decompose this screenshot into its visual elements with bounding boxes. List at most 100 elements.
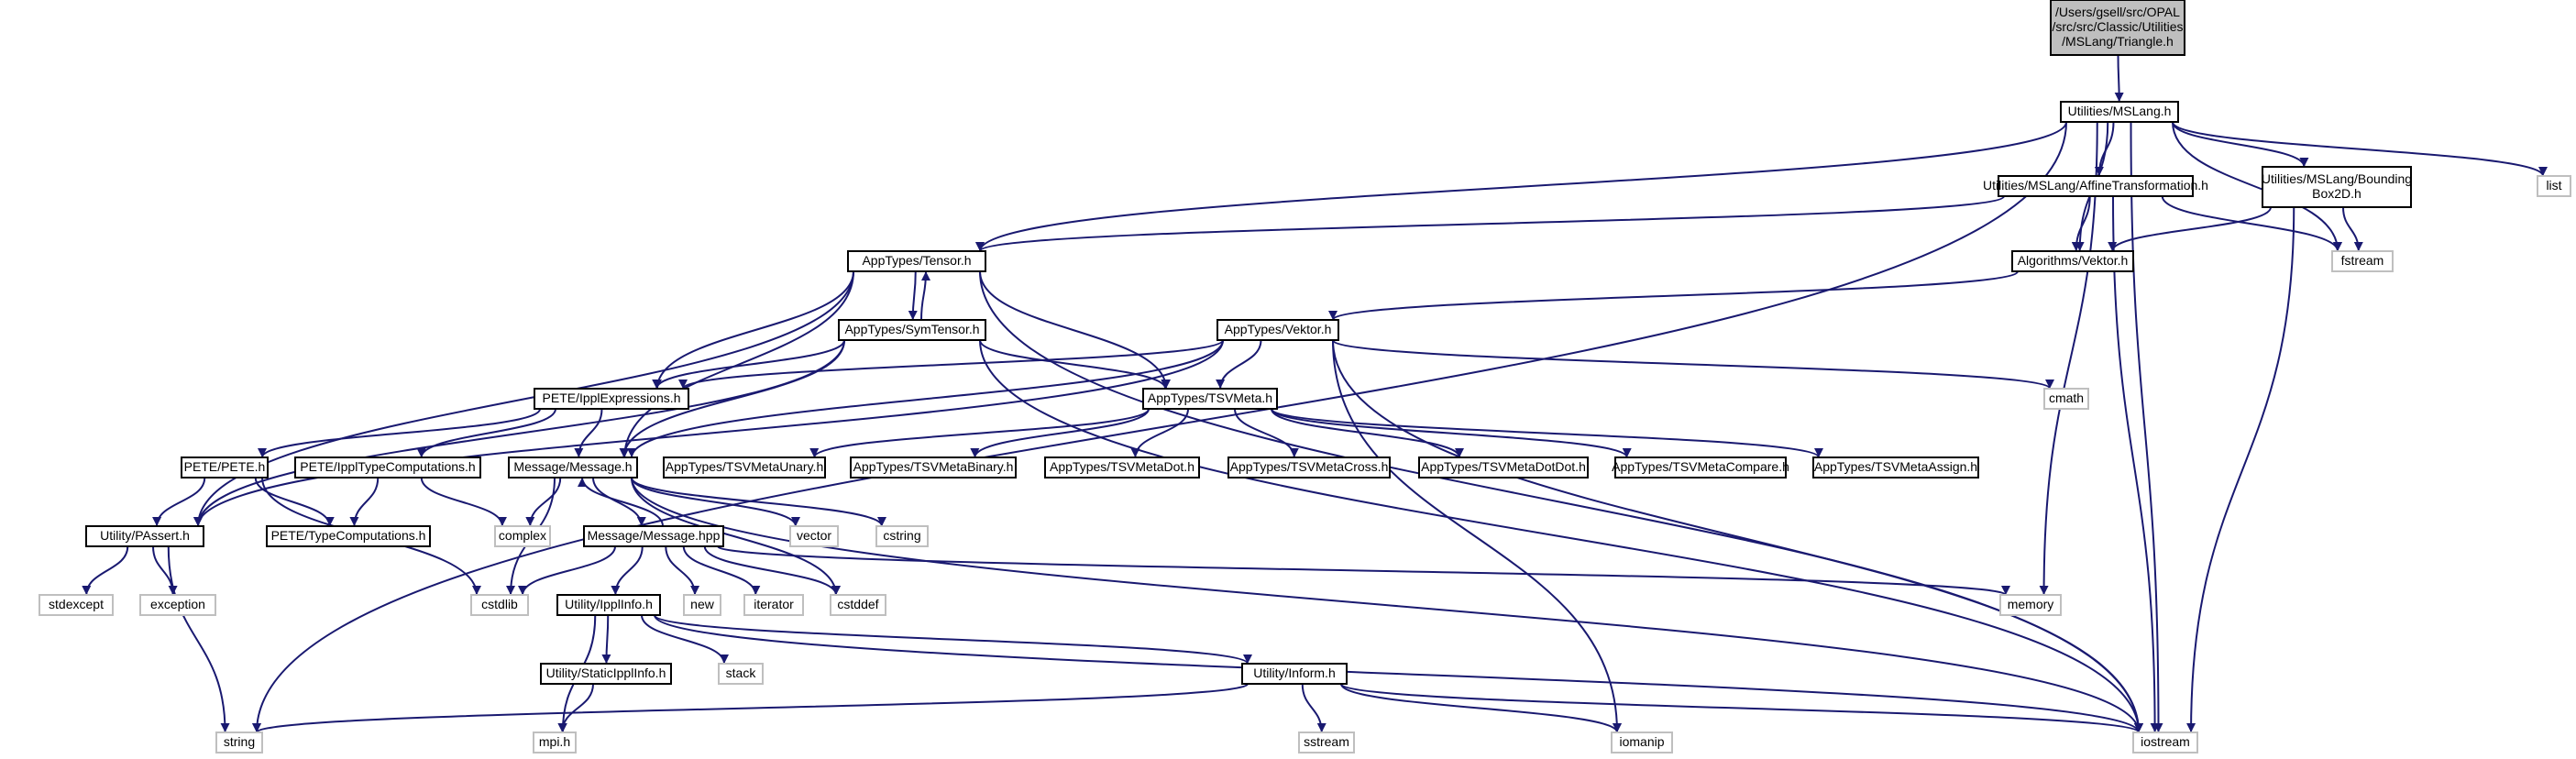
node-string-label: string bbox=[224, 734, 255, 749]
edge-mslang-to-iostream bbox=[2130, 121, 2163, 733]
edge-ippl-to-message bbox=[574, 408, 603, 458]
node-root-label: /Users/gsell/src/OPAL bbox=[2055, 5, 2180, 19]
node-message-label: Message/Message.h bbox=[513, 459, 632, 474]
edge-symtensor-to-tensor bbox=[920, 270, 930, 321]
node-list-label: list bbox=[2546, 178, 2561, 192]
node-cstddef-box bbox=[830, 594, 886, 616]
node-iomanip-label: iomanip bbox=[1619, 734, 1664, 749]
node-typecomp[interactable]: PETE/TypeComputations.h bbox=[266, 525, 431, 547]
node-symtensor-label: AppTypes/SymTensor.h bbox=[844, 322, 979, 336]
edge-messagehpp-to-cstddef bbox=[703, 545, 841, 596]
node-cstdlib: cstdlib bbox=[470, 594, 529, 616]
edge-passert-to-stdexcept bbox=[82, 545, 129, 596]
node-passert[interactable]: Utility/PAssert.h bbox=[85, 525, 204, 547]
node-pete[interactable]: PETE/PETE.h bbox=[181, 456, 269, 478]
node-vector-label: vector bbox=[797, 528, 831, 543]
node-binary[interactable]: AppTypes/TSVMetaBinary.h bbox=[850, 456, 1017, 478]
node-cmath-box bbox=[2043, 388, 2089, 410]
node-root-label: /src/src/Classic/Utilities bbox=[2052, 19, 2183, 34]
node-cstddef-label: cstddef bbox=[837, 597, 878, 611]
edge-message-to-complex bbox=[525, 477, 562, 527]
node-algvektor[interactable]: Algorithms/Vektor.h bbox=[2011, 250, 2134, 272]
edge-affine-to-tensor bbox=[975, 195, 2005, 252]
edge-ipplcomp-to-typecomp bbox=[349, 477, 380, 527]
node-cmath: cmath bbox=[2043, 388, 2089, 410]
edge-vektor-to-tsvmeta bbox=[1216, 339, 1262, 390]
node-mslang[interactable]: Utilities/MSLang.h bbox=[2060, 101, 2179, 123]
node-vektor-label: AppTypes/Vektor.h bbox=[1225, 322, 1332, 336]
node-symtensor[interactable]: AppTypes/SymTensor.h bbox=[838, 319, 986, 341]
node-new-label: new bbox=[690, 597, 715, 611]
node-ipplinfo[interactable]: Utility/IpplInfo.h bbox=[556, 594, 661, 616]
edge-tensor-to-ippl bbox=[652, 270, 854, 390]
node-ippl[interactable]: PETE/IpplExpressions.h bbox=[534, 388, 689, 410]
node-iostream-label: iostream bbox=[2141, 734, 2190, 749]
edge-passert-to-string bbox=[167, 545, 230, 733]
node-staticippl-box bbox=[540, 663, 672, 685]
node-inform[interactable]: Utility/Inform.h bbox=[1241, 663, 1348, 685]
edge-tsvmeta-to-cross bbox=[1234, 408, 1299, 458]
node-vector: vector bbox=[789, 525, 839, 547]
node-affine[interactable]: Utilities/MSLang/AffineTransformation.h bbox=[1983, 175, 2208, 197]
node-tsvmeta[interactable]: AppTypes/TSVMeta.h bbox=[1142, 388, 1278, 410]
node-tensor[interactable]: AppTypes/Tensor.h bbox=[847, 250, 986, 272]
edge-ipplinfo-to-iostream bbox=[654, 614, 2143, 733]
edge-inform-to-iostream bbox=[1340, 683, 2143, 733]
node-affine-box bbox=[1998, 175, 2194, 197]
node-assign-label: AppTypes/TSVMetaAssign.h bbox=[1814, 459, 1977, 474]
edge-tensor-to-symtensor bbox=[908, 270, 918, 321]
node-cstring: cstring bbox=[875, 525, 929, 547]
edge-vektor-to-iostream bbox=[1332, 339, 2143, 733]
edge-mslang-to-list bbox=[2172, 121, 2548, 177]
node-cross[interactable]: AppTypes/TSVMetaCross.h bbox=[1227, 456, 1391, 478]
node-iterator-label: iterator bbox=[754, 597, 794, 611]
node-iomanip: iomanip bbox=[1611, 732, 1673, 754]
node-assign[interactable]: AppTypes/TSVMetaAssign.h bbox=[1812, 456, 1979, 478]
edge-mslang-to-memory bbox=[2039, 121, 2098, 596]
node-iterator: iterator bbox=[743, 594, 804, 616]
node-vektor[interactable]: AppTypes/Vektor.h bbox=[1216, 319, 1339, 341]
edge-symtensor-to-message bbox=[619, 339, 845, 458]
node-stdexcept-label: stdexcept bbox=[49, 597, 104, 611]
edge-bbox-to-iostream bbox=[2186, 206, 2295, 733]
node-root-box bbox=[2050, 0, 2185, 56]
node-iomanip-box bbox=[1611, 732, 1673, 754]
node-mslang-label: Utilities/MSLang.h bbox=[2068, 104, 2172, 118]
edge-inform-to-iomanip bbox=[1340, 683, 1622, 733]
node-message[interactable]: Message/Message.h bbox=[508, 456, 638, 478]
edge-staticippl-to-mpi bbox=[557, 683, 594, 733]
node-stack-box bbox=[718, 663, 764, 685]
edge-tsvmeta-to-binary bbox=[970, 408, 1150, 458]
node-memory-label: memory bbox=[2008, 597, 2054, 611]
node-fstream: fstream bbox=[2331, 250, 2394, 272]
edge-mslang-to-string bbox=[252, 121, 2067, 733]
node-typecomp-label: PETE/TypeComputations.h bbox=[271, 528, 426, 543]
node-mslang-box bbox=[2060, 101, 2179, 123]
edge-messagehpp-to-cstdlib bbox=[518, 545, 616, 596]
node-dotdot-box bbox=[1418, 456, 1589, 478]
edge-vektor-to-passert bbox=[193, 339, 1224, 527]
node-dot[interactable]: AppTypes/TSVMetaDot.h bbox=[1044, 456, 1200, 478]
node-ipplinfo-box bbox=[556, 594, 661, 616]
node-compare[interactable]: AppTypes/TSVMetaCompare.h bbox=[1612, 456, 1789, 478]
node-assign-box bbox=[1812, 456, 1979, 478]
edge-pete-to-passert bbox=[152, 477, 206, 527]
node-pete-box bbox=[181, 456, 269, 478]
node-string: string bbox=[215, 732, 263, 754]
node-dot-box bbox=[1044, 456, 1200, 478]
node-typecomp-box bbox=[266, 525, 431, 547]
node-passert-box bbox=[85, 525, 204, 547]
node-root[interactable]: /Users/gsell/src/OPAL/src/src/Classic/Ut… bbox=[2050, 0, 2185, 56]
node-dotdot[interactable]: AppTypes/TSVMetaDotDot.h bbox=[1418, 456, 1589, 478]
edge-tensor-to-tsvmeta bbox=[979, 270, 1171, 390]
edge-passert-to-exception bbox=[152, 545, 178, 596]
node-unary[interactable]: AppTypes/TSVMetaUnary.h bbox=[663, 456, 826, 478]
node-messagehpp[interactable]: Message/Message.hpp bbox=[583, 525, 724, 547]
node-ipplcomp[interactable]: PETE/IpplTypeComputations.h bbox=[294, 456, 481, 478]
node-staticippl[interactable]: Utility/StaticIpplInfo.h bbox=[540, 663, 672, 685]
node-ippl-label: PETE/IpplExpressions.h bbox=[543, 390, 681, 405]
node-ipplcomp-label: PETE/IpplTypeComputations.h bbox=[300, 459, 475, 474]
node-cross-label: AppTypes/TSVMetaCross.h bbox=[1230, 459, 1389, 474]
